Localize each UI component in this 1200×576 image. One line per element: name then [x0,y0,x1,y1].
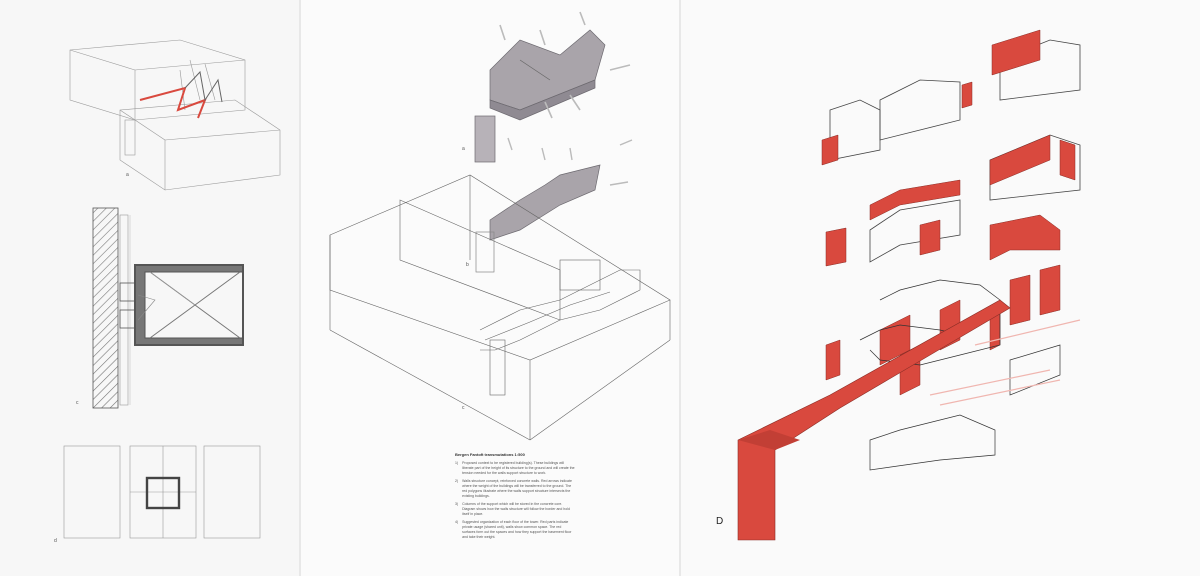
fig-label: c [76,400,79,406]
fig-label: c [462,405,465,411]
left-iso-context-drawing [69,39,281,191]
red-zigzag [139,86,207,119]
legend-item: 2)Walls structure concept, reinforced co… [455,479,572,498]
legend-item: 4)Suggested organization of each floor o… [455,520,572,539]
fig-label: b [466,262,469,268]
fig-label: D [716,516,724,527]
legend-item: 1)Proposed context to be registered buil… [455,461,575,475]
legend: Bergen Fantoft transmutations 1:500 1)Pr… [455,452,575,543]
red-spine [737,299,1011,541]
left-plan-drawing [63,445,261,539]
center-upper-iso [474,29,606,163]
left-sheet [0,0,300,576]
fig-label: d [54,538,57,544]
center-mid-iso [475,164,601,273]
center-upper-rods [499,11,631,119]
fig-label: a [126,172,129,178]
right-pink-rods [929,319,1081,406]
sheet-fold [299,0,301,576]
fig-label: a [462,146,465,152]
center-lower-iso [329,174,671,441]
legend-title: Bergen Fantoft transmutations 1:500 [455,452,525,457]
sheet-fold [679,0,681,576]
left-section-detail [92,207,244,409]
right-red-walls [821,29,1076,396]
legend-item: 3)Columns of the support which will be s… [455,502,570,516]
